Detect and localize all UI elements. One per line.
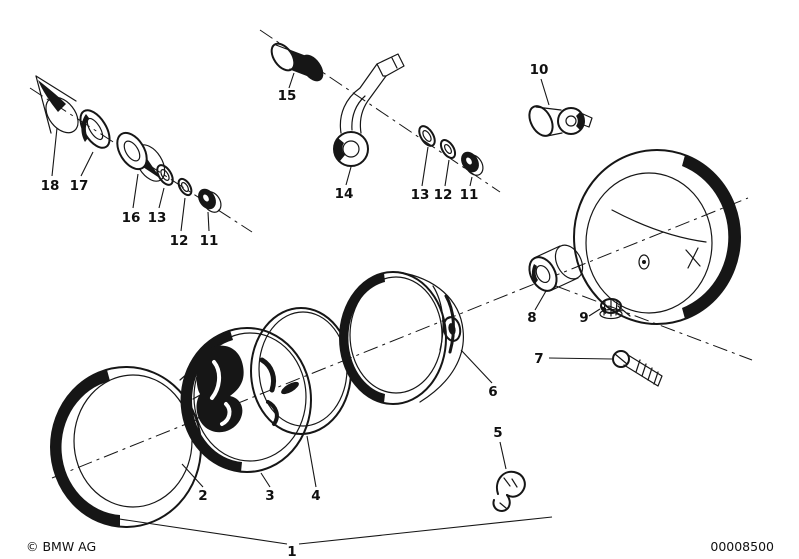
callout-11-a: 11: [200, 233, 219, 249]
callout-11-b: 11: [460, 187, 479, 203]
callout-15: 15: [278, 88, 297, 104]
part-reflector-6: [339, 271, 464, 405]
copyright-text: © BMW AG: [26, 539, 96, 554]
part-shell-housing: [573, 149, 741, 325]
callout-13-b: 13: [411, 187, 430, 203]
leader-lines: [51, 72, 613, 488]
callout-8: 8: [527, 310, 536, 326]
callout-7: 7: [534, 351, 543, 367]
part-washer-13-left: [156, 164, 174, 186]
part-sleeve-16: [116, 131, 166, 182]
callout-5: 5: [493, 425, 502, 441]
callout-17: 17: [70, 178, 89, 194]
assembly-bracket-1: [85, 513, 553, 545]
callouts: 18 17 16 13 12 11 15 14 13 12 11 10 8 9 …: [41, 62, 589, 559]
callout-9: 9: [579, 310, 588, 326]
callout-12-b: 12: [434, 187, 453, 203]
part-nut-9: [599, 298, 623, 320]
part-washer-12-right: [439, 139, 457, 159]
part-lens-3: [180, 327, 312, 473]
centerlines: [29, 29, 753, 479]
part-washer-17: [79, 109, 111, 149]
part-bulb-10: [528, 105, 593, 137]
callout-2: 2: [198, 488, 207, 504]
callout-1: 1: [287, 544, 296, 559]
callout-16: 16: [122, 210, 141, 226]
part-screw-7: [612, 350, 663, 387]
part-sleeve-15: [270, 42, 324, 82]
callout-10: 10: [530, 62, 549, 78]
document-number: 00008500: [710, 539, 774, 554]
part-bracket-14: [333, 53, 405, 167]
part-nut-11-right: [461, 151, 484, 176]
callout-4: 4: [311, 488, 320, 504]
part-washer-12-left: [177, 177, 193, 197]
callout-18: 18: [41, 178, 60, 194]
callout-12-a: 12: [170, 233, 189, 249]
part-nut-11-left: [198, 188, 222, 213]
centerline-main: [51, 197, 749, 479]
callout-13-a: 13: [148, 210, 167, 226]
callout-14: 14: [335, 186, 354, 202]
part-socket-8: [528, 244, 584, 292]
part-washer-13-right: [418, 125, 436, 147]
part-clamp-5: [492, 470, 526, 512]
callout-3: 3: [265, 488, 274, 504]
callout-6: 6: [488, 384, 497, 400]
part-cap-18: [35, 75, 79, 134]
